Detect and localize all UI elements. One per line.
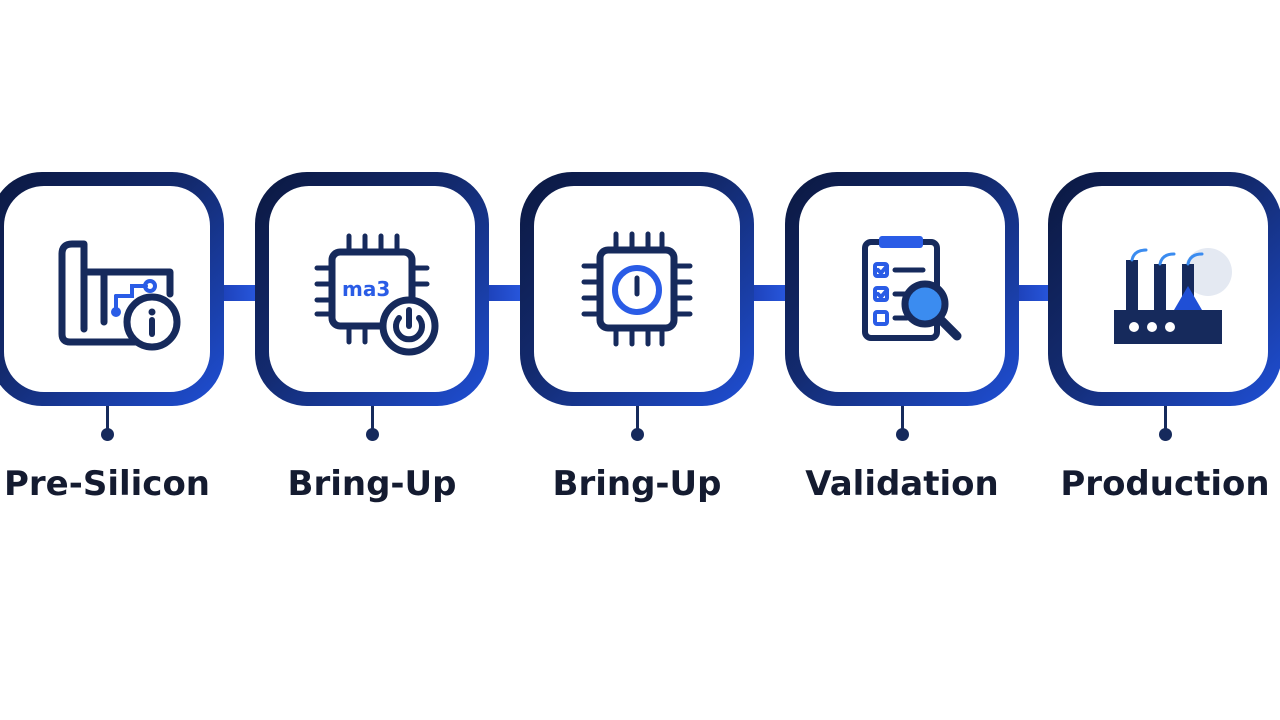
stage-pre-silicon: Pre-Silicon xyxy=(0,172,224,504)
stage-box xyxy=(1048,172,1280,406)
stage-box xyxy=(0,172,224,406)
connector-1-2 xyxy=(218,285,266,301)
chip-gauge-icon xyxy=(581,231,693,347)
stage-bring-up-2: Bring-Up xyxy=(520,172,754,504)
stage-box xyxy=(520,172,754,406)
stage-label: Bring-Up xyxy=(552,464,722,504)
stage-dot xyxy=(1159,428,1172,441)
stage-validation: Validation xyxy=(785,172,1019,504)
stage-stem xyxy=(371,406,374,430)
stage-stem xyxy=(106,406,109,430)
stage-dot xyxy=(896,428,909,441)
stage-label: Pre-Silicon xyxy=(3,464,211,504)
blueprint-circuit-info-icon xyxy=(58,240,181,351)
stage-box: ma3 xyxy=(255,172,489,406)
stage-bring-up-1: ma3 Bring-Up xyxy=(255,172,489,504)
stage-label: Validation xyxy=(805,464,999,504)
chip-power-icon: ma3 xyxy=(314,233,439,356)
stage-stem xyxy=(636,406,639,430)
stage-production: Production xyxy=(1048,172,1280,504)
stage-box xyxy=(785,172,1019,406)
chip-text: ma3 xyxy=(342,277,390,301)
checklist-magnifier-icon xyxy=(862,236,962,341)
stage-label: Bring-Up xyxy=(287,464,457,504)
stage-dot xyxy=(366,428,379,441)
factory-icon xyxy=(1114,248,1232,344)
stage-stem xyxy=(1164,406,1167,430)
stage-dot xyxy=(101,428,114,441)
connector-3-4 xyxy=(748,285,796,301)
stage-label: Production xyxy=(1060,464,1270,504)
stage-stem xyxy=(901,406,904,430)
connector-2-3 xyxy=(483,285,531,301)
stage-dot xyxy=(631,428,644,441)
